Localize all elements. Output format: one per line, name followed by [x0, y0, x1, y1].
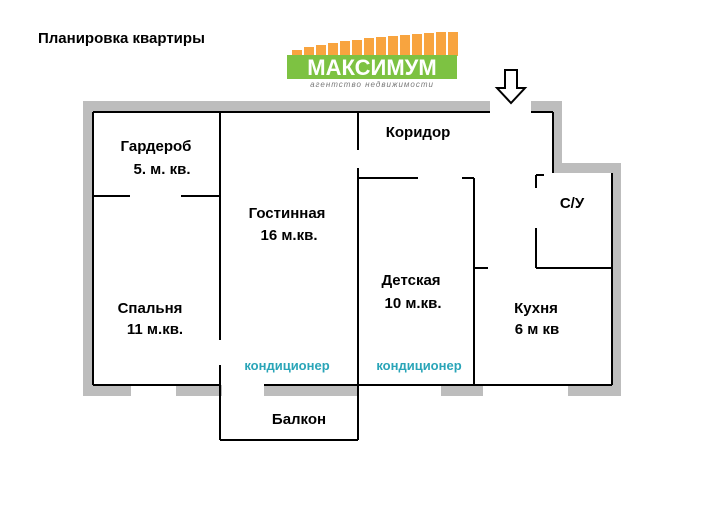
- logo-buildings-icon: [292, 32, 458, 56]
- logo-name: МАКСИМУМ: [307, 55, 436, 80]
- logo: МАКСИМУМ агентство недвижимости: [287, 32, 458, 89]
- plan-title: Планировка квартиры: [38, 30, 205, 47]
- wardrobe-name: Гардероб: [121, 138, 192, 155]
- bedroom-name: Спальня: [118, 300, 183, 317]
- bedroom-area: 11 м.кв.: [127, 321, 183, 338]
- corridor-name: Коридор: [386, 124, 451, 141]
- kids-name: Детская: [381, 272, 440, 289]
- balcony-name: Балкон: [272, 411, 326, 428]
- down-arrow-icon: [494, 69, 528, 105]
- ac-living-note: кондиционер: [244, 358, 329, 373]
- bath-name: С/У: [560, 195, 585, 212]
- logo-band: [287, 55, 457, 79]
- living-name: Гостинная: [249, 205, 326, 222]
- kitchen-area: 6 м кв: [515, 321, 560, 338]
- living-area: 16 м.кв.: [260, 227, 317, 244]
- kids-area: 10 м.кв.: [384, 295, 441, 312]
- ac-kids-note: кондиционер: [376, 358, 461, 373]
- wardrobe-area: 5. м. кв.: [133, 161, 190, 178]
- outer-wall: [83, 101, 621, 396]
- logo-tagline: агентство недвижимости: [310, 80, 434, 89]
- kitchen-name: Кухня: [514, 300, 558, 317]
- inner-walls: [92, 111, 613, 441]
